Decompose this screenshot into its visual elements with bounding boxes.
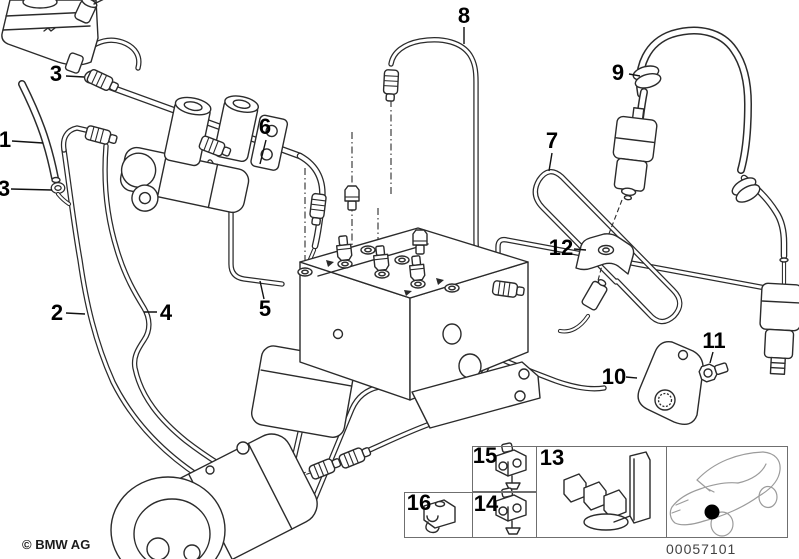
hose-end-upper [612, 107, 658, 201]
feed-ferrule-1 [337, 443, 373, 470]
hose-ring-9 [631, 62, 663, 92]
hose-ring-lower [728, 173, 764, 207]
callout-leader-lines [10, 27, 714, 379]
image-number: 00057101 [666, 541, 737, 557]
callout-11[interactable]: 11 [702, 328, 726, 353]
car-location-thumbnail[interactable] [669, 451, 781, 537]
callout-16[interactable]: 16 [406, 490, 432, 515]
callout-6[interactable]: 6 [258, 114, 272, 139]
fluid-reservoir [1, 0, 104, 74]
callout-8[interactable]: 8 [457, 3, 471, 28]
copyright-text: © BMW AG [22, 537, 91, 552]
callout-2[interactable]: 2 [50, 300, 64, 325]
pipe8-fitting [382, 68, 400, 103]
callout-13[interactable]: 13 [539, 445, 565, 470]
hose-end-lower [759, 282, 799, 375]
small-hose-fitting [581, 279, 608, 311]
location-marker-dot [704, 504, 720, 520]
callout-14[interactable]: 14 [473, 491, 499, 516]
callout-4[interactable]: 4 [159, 300, 173, 325]
assembly-dash-lines [304, 100, 421, 272]
bracket-10 [637, 341, 704, 425]
grommet-left [50, 181, 66, 195]
hose6-ferrule-2 [308, 192, 328, 227]
callout-3-left[interactable]: 3 [0, 176, 11, 201]
precharge-pump [110, 433, 318, 559]
callout-5[interactable]: 5 [258, 296, 272, 321]
abs-hydro-unit [250, 185, 541, 439]
callout-12[interactable]: 12 [548, 235, 574, 260]
bolt-11 [698, 362, 729, 383]
clip-13-illustration [563, 451, 651, 531]
callout-9[interactable]: 9 [611, 60, 625, 85]
inset-box-car[interactable] [666, 446, 788, 538]
pipe-fitting [83, 124, 119, 148]
bracket-12 [575, 233, 635, 275]
callout-7[interactable]: 7 [545, 128, 559, 153]
callout-3-top[interactable]: 3 [49, 61, 63, 86]
hose6-fitting [85, 67, 121, 96]
callout-10[interactable]: 10 [601, 364, 627, 389]
callout-1[interactable]: 1 [0, 127, 12, 152]
callout-15[interactable]: 15 [472, 443, 498, 468]
